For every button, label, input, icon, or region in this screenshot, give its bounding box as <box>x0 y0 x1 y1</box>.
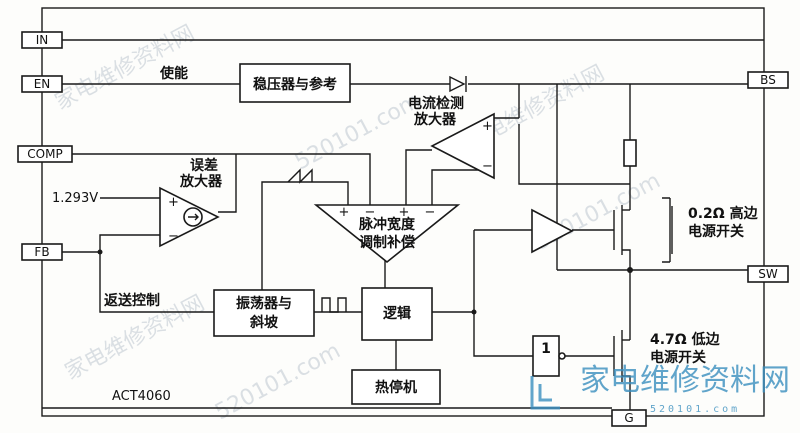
pin-fb: FB <box>21 243 63 261</box>
pin-comp: COMP <box>17 145 73 163</box>
pwm-label-2: 调制补偿 <box>359 234 415 251</box>
sw-junction <box>627 267 633 273</box>
square-wave-icon <box>321 297 347 313</box>
thermal-label: 热停机 <box>375 379 417 396</box>
error-amp-minus: − <box>168 229 179 244</box>
error-amp-label-2: 放大器 <box>179 173 223 190</box>
ref-voltage-label: 1.293V <box>52 191 98 206</box>
current-sense-label-1: 电流检测 <box>408 95 464 112</box>
feedback-label: 返送控制 <box>104 292 160 309</box>
inverter: 1 <box>532 335 566 377</box>
thermal-block: 热停机 <box>351 369 441 405</box>
chip-label: ACT4060 <box>112 389 171 404</box>
sense-resistor <box>623 139 637 167</box>
regulator-label: 稳压器与参考 <box>253 76 337 93</box>
pwm-plus-1: + <box>339 205 350 220</box>
pwm-plus-2: + <box>399 205 410 220</box>
wires <box>42 39 764 410</box>
high-side-label-1: 0.2Ω 高边 <box>688 205 759 222</box>
pin-bs-label: BS <box>760 73 776 87</box>
error-amp-label-1: 误差 <box>190 157 218 174</box>
logic-junction <box>471 309 477 315</box>
high-side-driver <box>531 208 574 254</box>
error-amp-plus: + <box>168 195 179 210</box>
inverter-label: 1 <box>541 341 551 357</box>
current-sense-amplifier: + − <box>430 112 495 180</box>
pin-en: EN <box>21 75 63 93</box>
fb-junction <box>97 249 103 255</box>
oscillator-block: 振荡器与 斜坡 <box>213 289 315 337</box>
sawtooth-icon <box>287 168 313 184</box>
regulator-block: 稳压器与参考 <box>239 63 351 103</box>
pwm-minus: − <box>365 205 376 220</box>
diode-icon <box>449 75 467 93</box>
pin-in-label: IN <box>36 33 49 47</box>
enable-label: 使能 <box>159 65 188 82</box>
oscillator-label-2: 斜坡 <box>249 314 279 331</box>
watermark-logo: 家电维修资料网 520101.com <box>530 363 790 415</box>
low-side-label-2: 电源开关 <box>650 349 706 366</box>
pin-bs: BS <box>747 71 789 89</box>
pin-comp-label: COMP <box>27 147 62 161</box>
high-side-label-2: 电源开关 <box>688 223 744 240</box>
logic-block: 逻辑 <box>361 287 433 341</box>
pin-fb-label: FB <box>34 245 49 259</box>
cs-amp-minus: − <box>482 159 493 174</box>
pin-en-label: EN <box>34 77 51 91</box>
oscillator-label-1: 振荡器与 <box>236 295 292 312</box>
cs-amp-plus: + <box>482 119 493 134</box>
pwm-comparator: 脉冲宽度 调制补偿 + − + − <box>313 204 461 264</box>
watermark-logo-text: 家电维修资料网 <box>580 363 790 398</box>
pin-sw: SW <box>747 265 789 283</box>
pin-sw-label: SW <box>758 267 778 281</box>
pwm-label-1: 脉冲宽度 <box>358 216 416 233</box>
logic-label: 逻辑 <box>383 305 411 322</box>
current-sense-label-2: 放大器 <box>413 111 457 128</box>
watermark-url-3: 520101.com <box>211 338 345 425</box>
chip-outline <box>41 7 765 417</box>
pwm-minus-2: − <box>425 205 436 220</box>
pin-g-label: G <box>624 411 633 425</box>
low-side-label-1: 4.7Ω 低边 <box>650 331 721 348</box>
error-amplifier: + − <box>159 186 220 248</box>
pin-in: IN <box>21 31 63 49</box>
watermark-logo-sub: 520101.com <box>650 404 740 415</box>
pin-g: G <box>611 409 647 427</box>
